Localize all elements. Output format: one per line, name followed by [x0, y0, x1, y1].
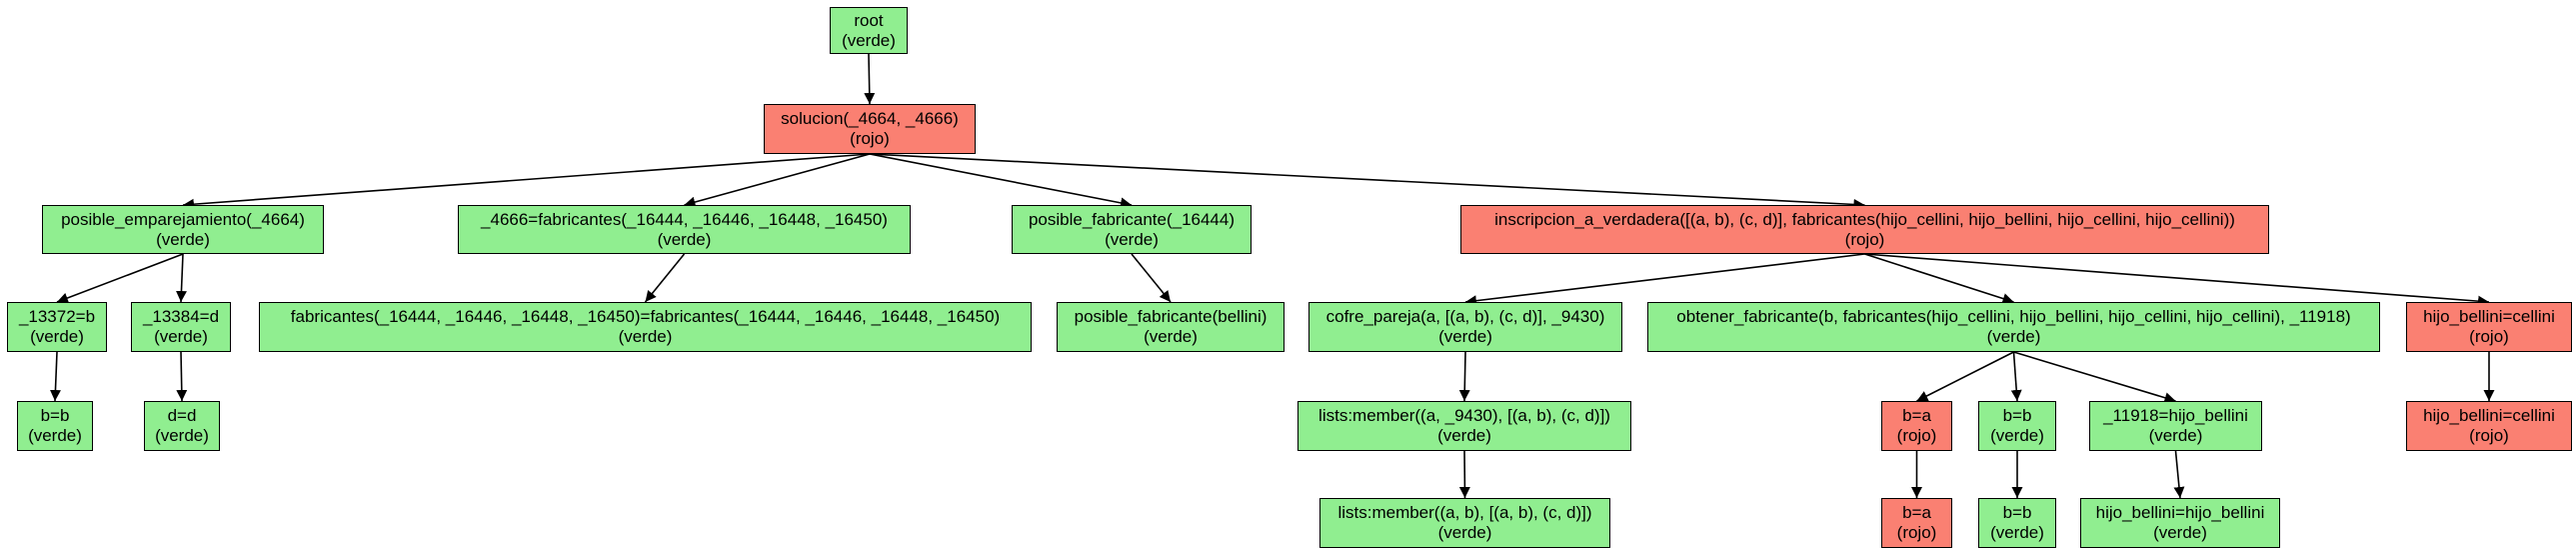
- edge-inscripcion-to-hijo_bellini_cellini_1: [1864, 253, 2490, 307]
- node-status: (verde): [1437, 426, 1491, 445]
- edge-solucion-to-inscripcion: [869, 153, 1865, 210]
- node-label: hijo_bellini=cellini: [2423, 406, 2555, 425]
- edge-posible_fabricante_var-to-posible_fabricante_bellini: [1131, 253, 1172, 303]
- node-status: (verde): [618, 327, 673, 346]
- node-label: lists:member((a, _9430), [(a, b), (c, d)…: [1318, 406, 1610, 425]
- edge-root-to-solucion: [864, 53, 876, 105]
- node-status: (rojo): [850, 129, 890, 148]
- node-cofre-pareja: cofre_pareja(a, [(a, b), (c, d)], _9430)…: [1308, 302, 1622, 352]
- node-label: _13384=d: [142, 307, 220, 326]
- node-11918-eq-hijo-bellini: _11918=hijo_bellini(verde): [2089, 401, 2262, 451]
- edge-obtener_fabricante-to-n11918: [2013, 351, 2176, 404]
- node-status: (verde): [842, 30, 896, 50]
- node-status: (verde): [154, 327, 208, 346]
- node-label: obtener_fabricante(b, fabricantes(hijo_c…: [1676, 307, 2351, 326]
- node-status: (verde): [1986, 327, 2041, 346]
- node-label: b=b: [40, 406, 70, 425]
- node-status: (verde): [156, 229, 210, 249]
- node-status: (verde): [2148, 426, 2203, 445]
- node-status: (verde): [657, 229, 712, 249]
- edge-inscripcion-to-obtener_fabricante: [1864, 253, 2014, 304]
- edge-cofre_pareja-to-member_var: [1458, 351, 1470, 402]
- node-fabricantes-unify: fabricantes(_16444, _16446, _16448, _164…: [259, 302, 1032, 352]
- node-inscripcion-a-verdadera: inscripcion_a_verdadera([(a, b), (c, d)]…: [1460, 205, 2269, 254]
- node-status: (rojo): [1896, 426, 1937, 445]
- node-b-eq-b: b=b(verde): [17, 401, 93, 451]
- node-b-eq-a: b=a(rojo): [1881, 498, 1952, 548]
- edge-posible_emparejamiento-to-n13372: [56, 253, 184, 304]
- node-posible-fabricante-bellini: posible_fabricante(bellini)(verde): [1057, 302, 1285, 352]
- node-label: root: [854, 10, 884, 30]
- node-b-eq-b: b=b(verde): [1978, 498, 2056, 548]
- node-label: hijo_bellini=cellini: [2423, 307, 2555, 326]
- node-fabricantes-assignment: _4666=fabricantes(_16444, _16446, _16448…: [458, 205, 911, 254]
- node-hijo-bellini-eq-hijo-bellini: hijo_bellini=hijo_bellini(verde): [2080, 498, 2280, 548]
- node-posible-emparejamiento: posible_emparejamiento(_4664)(verde): [42, 205, 324, 254]
- edge-solucion-to-posible_fabricante_var: [869, 153, 1133, 209]
- edge-n11918-to-hijo_bellini_eq: [2173, 450, 2185, 499]
- node-status: (verde): [155, 426, 209, 445]
- node-label: d=d: [167, 406, 197, 425]
- edge-solucion-to-fabricantes_eq: [684, 153, 871, 208]
- node-status: (verde): [1105, 229, 1159, 249]
- node-13384-eq-d: _13384=d(verde): [131, 302, 231, 352]
- edge-n13372-to-bb_left: [49, 351, 61, 402]
- edge-inscripcion-to-cofre_pareja: [1464, 253, 1865, 307]
- node-label: inscripcion_a_verdadera([(a, b), (c, d)]…: [1494, 209, 2235, 229]
- node-status: (verde): [28, 426, 82, 445]
- node-label: posible_fabricante(bellini): [1074, 307, 1268, 326]
- node-posible-fabricante-var: posible_fabricante(_16444)(verde): [1012, 205, 1252, 254]
- node-label: cofre_pareja(a, [(a, b), (c, d)], _9430): [1325, 307, 1605, 326]
- node-status: (verde): [1990, 523, 2044, 542]
- node-d-eq-d: d=d(verde): [144, 401, 220, 451]
- edge-fabricantes_eq-to-fabricantes_unify: [644, 253, 686, 303]
- node-status: (rojo): [1896, 523, 1937, 542]
- node-hijo-bellini-eq-cellini: hijo_bellini=cellini(rojo): [2406, 401, 2572, 451]
- edge-n13384-to-dd: [176, 351, 188, 402]
- node-status: (rojo): [2469, 327, 2509, 346]
- node-status: (rojo): [1844, 229, 1885, 249]
- node-status: (verde): [1990, 426, 2044, 445]
- node-status: (verde): [1437, 523, 1492, 542]
- node-root: root(verde): [830, 7, 908, 54]
- node-label: lists:member((a, b), [(a, b), (c, d)]): [1337, 503, 1592, 522]
- node-status: (verde): [2153, 523, 2207, 542]
- edge-obtener_fabricante-to-ba_1: [1916, 351, 2014, 402]
- node-label: _11918=hijo_bellini: [2103, 406, 2248, 425]
- node-lists-member-ground: lists:member((a, b), [(a, b), (c, d)])(v…: [1319, 498, 1610, 548]
- node-b-eq-b: b=b(verde): [1978, 401, 2056, 451]
- node-label: _4666=fabricantes(_16444, _16446, _16448…: [481, 209, 888, 229]
- node-label: _13372=b: [18, 307, 96, 326]
- edge-member_var-to-member_ground: [1458, 450, 1470, 499]
- node-label: fabricantes(_16444, _16446, _16448, _164…: [290, 307, 1001, 326]
- node-obtener-fabricante: obtener_fabricante(b, fabricantes(hijo_c…: [1647, 302, 2380, 352]
- node-label: b=a: [1902, 503, 1931, 522]
- node-label: hijo_bellini=hijo_bellini: [2095, 503, 2265, 522]
- node-lists-member-var: lists:member((a, _9430), [(a, b), (c, d)…: [1297, 401, 1631, 451]
- node-label: b=a: [1902, 406, 1931, 425]
- node-label: posible_emparejamiento(_4664): [61, 209, 305, 229]
- node-13372-eq-b: _13372=b(verde): [7, 302, 107, 352]
- node-status: (verde): [1438, 327, 1492, 346]
- edge-solucion-to-posible_emparejamiento: [182, 153, 871, 210]
- node-status: (verde): [30, 327, 84, 346]
- node-label: solucion(_4664, _4666): [781, 109, 959, 128]
- edge-posible_emparejamiento-to-n13384: [175, 253, 187, 303]
- node-hijo-bellini-eq-cellini: hijo_bellini=cellini(rojo): [2406, 302, 2572, 352]
- node-status: (rojo): [2469, 426, 2509, 445]
- node-label: b=b: [2002, 503, 2032, 522]
- edge-obtener_fabricante-to-bb_mid_1: [2010, 351, 2022, 402]
- node-label: posible_fabricante(_16444): [1028, 209, 1236, 229]
- node-label: b=b: [2002, 406, 2032, 425]
- node-solucion: solucion(_4664, _4666)(rojo): [764, 104, 976, 154]
- node-b-eq-a: b=a(rojo): [1881, 401, 1952, 451]
- node-status: (verde): [1144, 327, 1198, 346]
